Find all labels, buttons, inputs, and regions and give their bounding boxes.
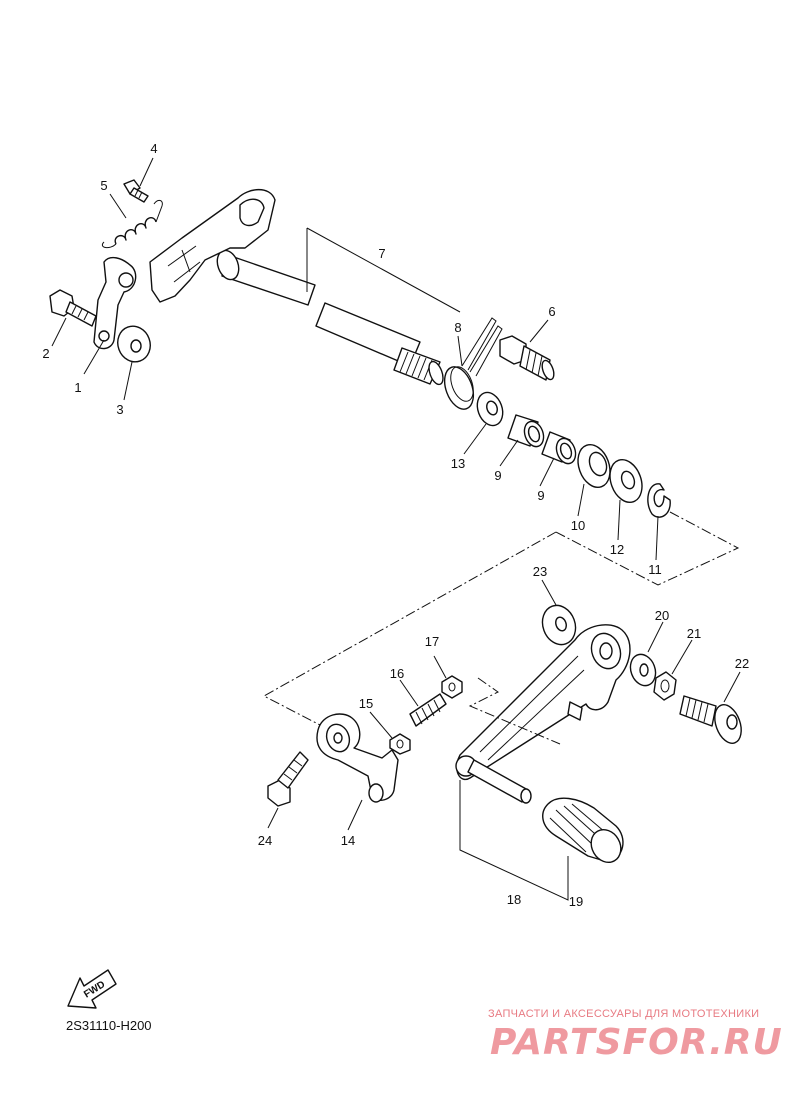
callout-6: 6: [548, 304, 555, 319]
callout-1: 1: [74, 380, 81, 395]
washer-20[interactable]: [626, 651, 659, 689]
shift-pedal[interactable]: [455, 624, 631, 804]
watermark-logo: PARTSFOR.RU: [490, 1022, 783, 1063]
callout-21: 21: [687, 626, 701, 641]
callout-12: 12: [610, 542, 624, 557]
tie-rod[interactable]: [409, 693, 447, 727]
callout-24: 24: [258, 833, 272, 848]
callout-17: 17: [425, 634, 439, 649]
callout-23: 23: [533, 564, 547, 579]
callout-14: 14: [341, 833, 355, 848]
callout-8: 8: [454, 320, 461, 335]
shift-arm-lower[interactable]: [316, 713, 399, 803]
arm-bolt[interactable]: [267, 751, 309, 807]
assembly-lines: [262, 511, 740, 745]
needle-bearing-inner[interactable]: [507, 414, 547, 449]
pedal-circlip[interactable]: [653, 671, 677, 701]
return-spring[interactable]: [102, 199, 163, 249]
oil-seal[interactable]: [572, 440, 615, 492]
callout-13: 13: [451, 456, 465, 471]
callout-22: 22: [735, 656, 749, 671]
washer-23[interactable]: [537, 601, 581, 650]
leader-lines: [51, 157, 741, 831]
nut-17[interactable]: [441, 675, 463, 699]
fwd-arrow-icon: FWD: [67, 969, 117, 1009]
nut-15[interactable]: [389, 733, 411, 755]
callout-2: 2: [42, 346, 49, 361]
callout-5: 5: [100, 178, 107, 193]
callout-16: 16: [390, 666, 404, 681]
callout-4: 4: [150, 141, 157, 156]
torsion-spring[interactable]: [439, 317, 503, 413]
shift-shaft[interactable]: [213, 247, 445, 386]
washer-12[interactable]: [604, 455, 647, 507]
callouts: 1 2 3 4 5 6 7 8 9 9 10 11 12 13 14 15 16…: [42, 141, 749, 909]
callout-18: 18: [507, 892, 521, 907]
collar[interactable]: [113, 322, 155, 367]
washer-13[interactable]: [473, 389, 507, 429]
lever-bolt[interactable]: [49, 289, 97, 327]
watermark-tagline: ЗАПЧАСТИ И АКСЕССУАРЫ ДЛЯ МОТОТЕХНИКИ: [488, 1008, 760, 1020]
pedal-rubber[interactable]: [542, 797, 627, 868]
callout-19: 19: [569, 894, 583, 909]
callout-9a: 9: [494, 468, 501, 483]
shift-arm[interactable]: [149, 188, 276, 303]
callout-3: 3: [116, 402, 123, 417]
callout-10: 10: [571, 518, 585, 533]
callout-7: 7: [378, 246, 385, 261]
pivot-bolt[interactable]: [679, 695, 746, 747]
spring-screw[interactable]: [123, 179, 149, 203]
callout-15: 15: [359, 696, 373, 711]
stopper-lever[interactable]: [93, 256, 137, 350]
bracket-7: [306, 227, 461, 313]
needle-bearing-outer[interactable]: [541, 431, 579, 466]
callout-9b: 9: [537, 488, 544, 503]
bracket-18: [459, 780, 569, 901]
shaft-bolt[interactable]: [499, 335, 556, 381]
callout-11: 11: [648, 562, 662, 577]
diagram-code: 2S31110-H200: [66, 1018, 152, 1033]
circlip[interactable]: [647, 483, 671, 518]
callout-20: 20: [655, 608, 669, 623]
